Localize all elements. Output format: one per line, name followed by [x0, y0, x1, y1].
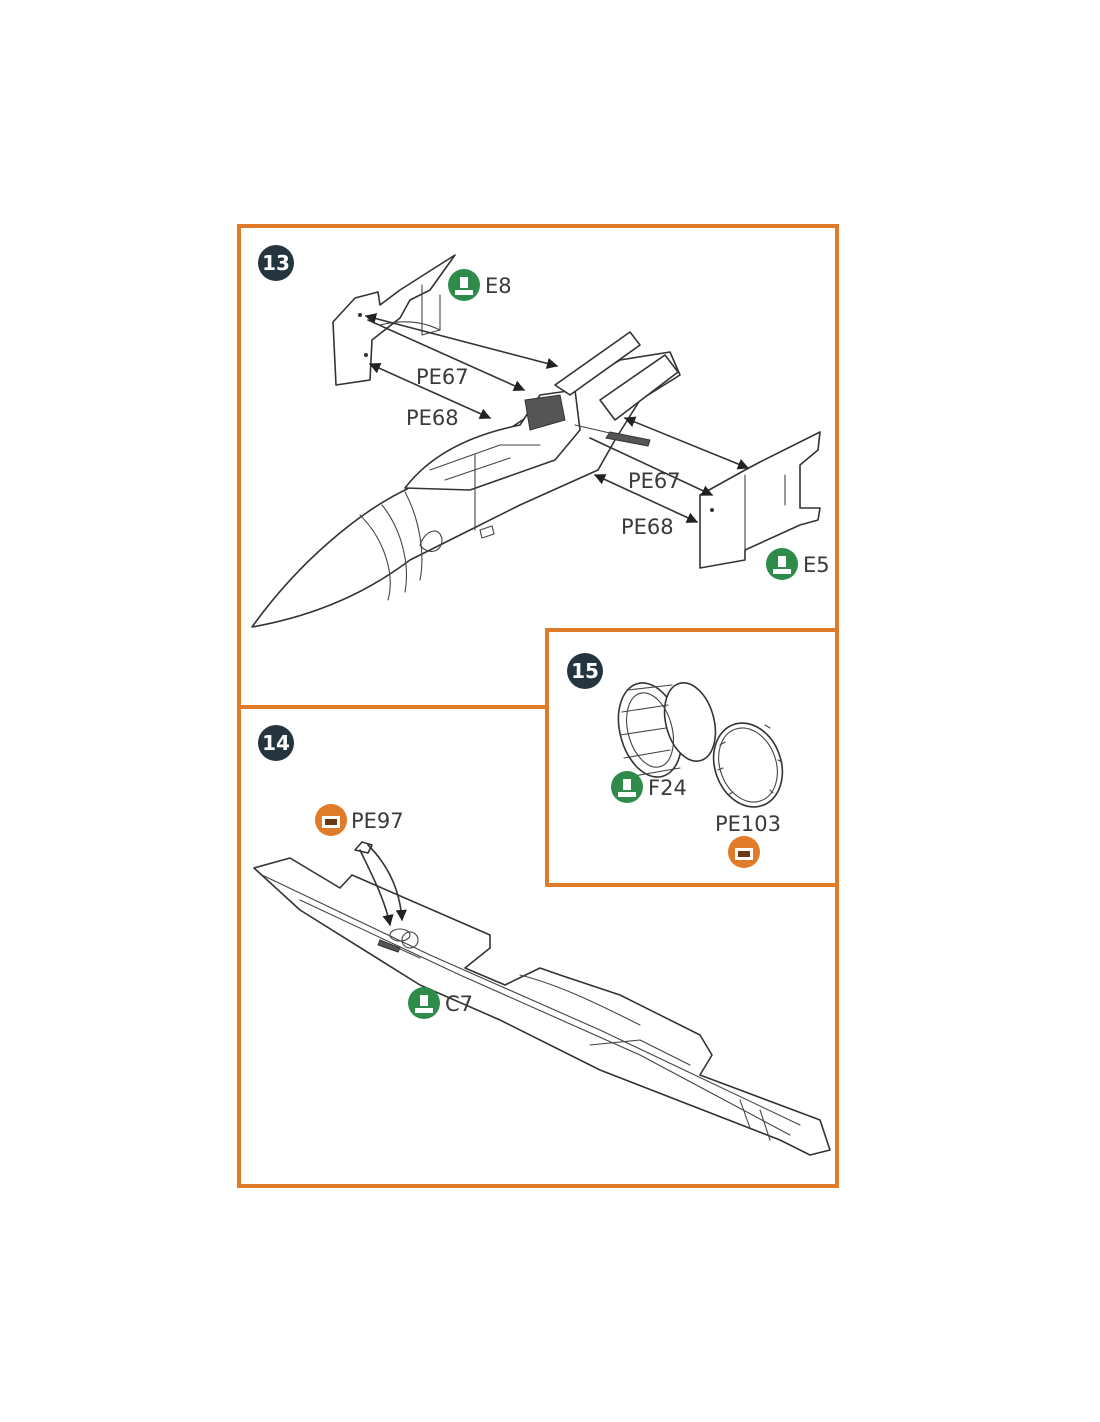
callout-f24: F24 — [611, 771, 687, 803]
callout-e5: E5 — [766, 548, 830, 580]
exhaust-ring-f24-drawing — [617, 682, 717, 778]
step-15-number: 15 — [571, 659, 599, 683]
label-e8: E8 — [485, 274, 512, 298]
callout-c7: C7 — [408, 987, 473, 1019]
fuselage-lower-half-drawing — [253, 857, 831, 1156]
callout-pe97: PE97 — [315, 804, 404, 836]
part-pe103-drawing — [712, 722, 784, 808]
label-f24: F24 — [648, 776, 687, 800]
label-pe68-right: PE68 — [621, 515, 674, 539]
label-pe68-left: PE68 — [406, 406, 459, 430]
step-13-number: 13 — [262, 251, 290, 275]
part-pe97-drawing — [354, 841, 407, 927]
step-14-badge: 14 — [258, 725, 294, 761]
callout-e8: E8 — [448, 269, 512, 301]
label-e5: E5 — [803, 553, 830, 577]
frame-step-15 — [545, 628, 839, 887]
label-pe67-right: PE67 — [628, 469, 681, 493]
label-pe67-left: PE67 — [416, 365, 469, 389]
frame-step-13 — [237, 224, 839, 707]
label-pe97: PE97 — [351, 809, 404, 833]
step-13-badge: 13 — [258, 245, 294, 281]
fuselage-nose-drawing — [251, 331, 681, 628]
step-15-badge: 15 — [567, 653, 603, 689]
step-13-arrows — [364, 313, 750, 523]
part-e5-right-strake — [699, 431, 821, 569]
callout-pe103: PE103 — [715, 812, 781, 868]
step-14-number: 14 — [262, 731, 290, 755]
label-c7: C7 — [445, 992, 473, 1016]
label-pe103: PE103 — [715, 812, 781, 836]
